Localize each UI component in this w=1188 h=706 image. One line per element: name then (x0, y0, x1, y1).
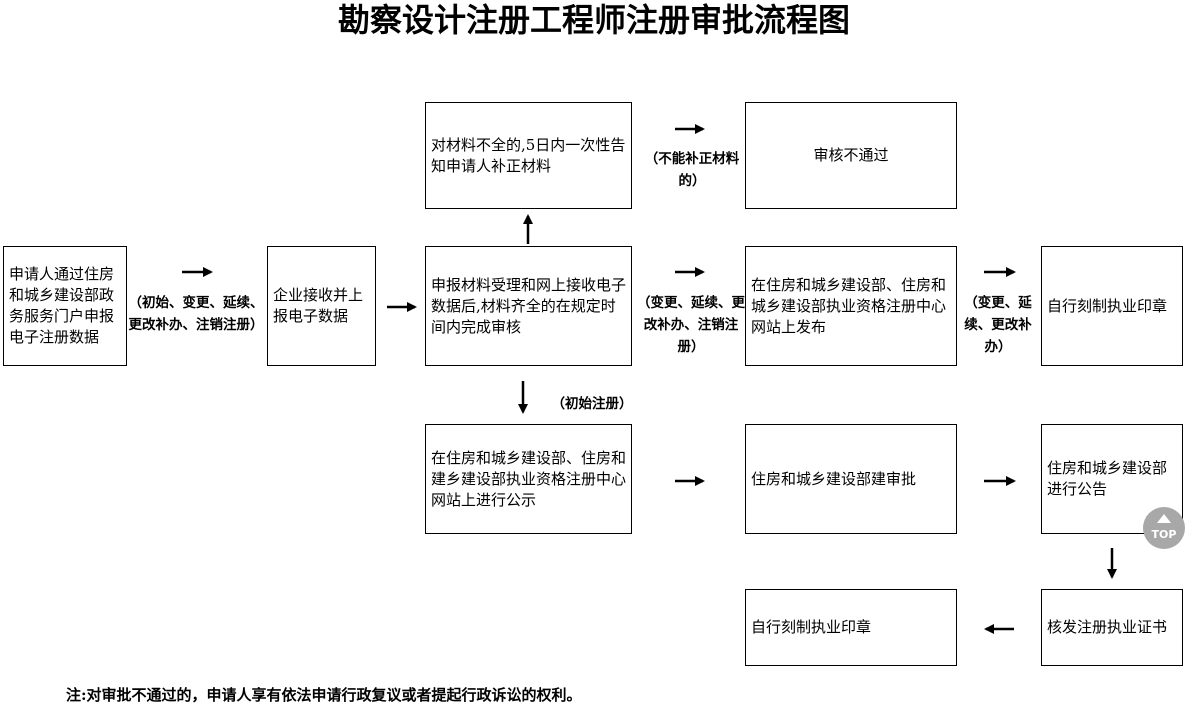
label-apply-to-enterprise: （初始、变更、延续、更改补办、注销注册） (128, 295, 264, 333)
top-button-label: TOP (1151, 528, 1177, 541)
box-enterprise: 企业接收并上报电子数据 (267, 246, 376, 366)
box-publish: 在住房和城乡建设部、住房和城乡建设部执业资格注册中心网站上发布 (745, 246, 957, 366)
box-seal-top: 自行刻制执业印章 (1041, 246, 1183, 366)
page-title: 勘察设计注册工程师注册审批流程图 (337, 1, 850, 39)
box-seal-bottom: 自行刻制执业印章 (745, 589, 957, 666)
back-to-top-button[interactable]: TOP (1143, 507, 1185, 549)
label-publish-to-seal: （变更、延续、更改补办） (964, 295, 1032, 355)
box-approve: 住房和城乡建设部建审批 (745, 424, 957, 534)
footnote: 注:对审批不通过的，申请人享有依法申请行政复议或者提起行政诉讼的权利。 (66, 686, 582, 704)
label-review-to-publish: （变更、延续、更改补办、注销注册） (637, 295, 745, 355)
box-apply: 申请人通过住房和城乡建设部政务服务门户申报电子注册数据 (3, 246, 127, 366)
box-review: 申报材料受理和网上接收电子数据后,材料齐全的在规定时间内完成审核 (425, 246, 632, 366)
label-cannot-correct: （不能补正材料的） (644, 151, 740, 189)
label-initial: （初始注册） (551, 396, 633, 412)
box-publicize: 在住房和城乡建设部、住房和建乡建设部执业资格注册中心网站上进行公示 (425, 424, 632, 534)
box-incomplete: 对材料不全的,5日内一次性告知申请人补正材料 (425, 102, 632, 209)
box-certificate: 核发注册执业证书 (1041, 589, 1183, 666)
box-rejected: 审核不通过 (745, 102, 957, 209)
arrow-up-icon (1157, 514, 1171, 523)
